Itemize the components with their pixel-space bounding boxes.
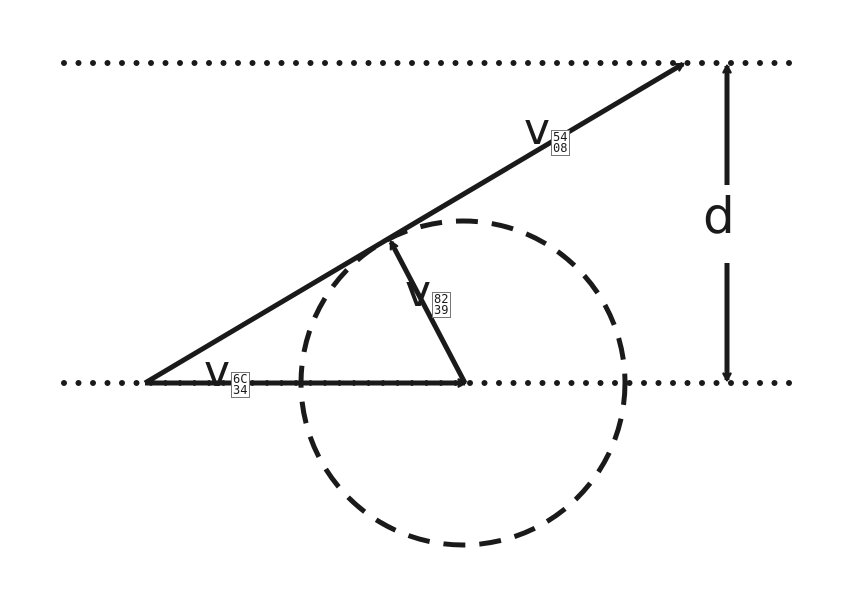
distance-label: d: [703, 187, 735, 245]
resultant-velocity-arrow: [143, 61, 685, 386]
boat-velocity-arrow: [388, 240, 468, 385]
